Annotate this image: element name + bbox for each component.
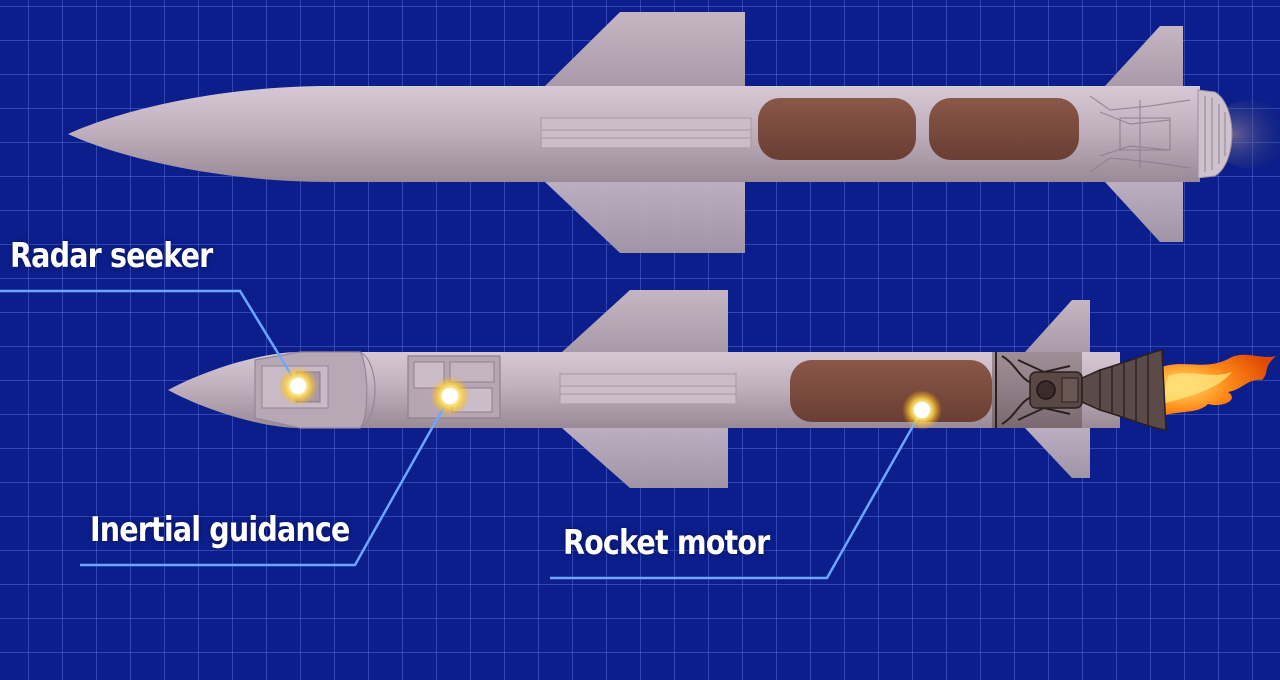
wing-top	[562, 290, 728, 352]
wing-bottom	[545, 182, 745, 253]
label-radar-seeker: Radar seeker	[10, 236, 213, 276]
missile-exterior	[68, 12, 1280, 253]
exhaust-flame	[1158, 354, 1276, 416]
tail-fin-bottom	[1105, 182, 1183, 242]
highlight-dot	[914, 402, 930, 418]
label-inertial-guidance: Inertial guidance	[90, 510, 350, 550]
fuel-tank-2	[929, 98, 1079, 160]
missile-cutaway	[168, 290, 1276, 488]
label-rocket-motor: Rocket motor	[563, 523, 770, 563]
callout-rocket-motor	[550, 390, 942, 580]
fuel-tank	[790, 360, 992, 422]
rocket-engine	[992, 349, 1167, 431]
wing-bottom	[562, 428, 728, 488]
tail-fin-top	[1105, 26, 1183, 86]
callout-line	[0, 289, 300, 387]
side-rail	[559, 373, 737, 405]
highlight-dot	[442, 388, 458, 404]
side-rail	[540, 117, 752, 149]
tail-fin-bottom	[1025, 428, 1090, 478]
callout-line	[80, 395, 452, 567]
engine-outline	[1089, 95, 1191, 173]
fuel-tank-1	[758, 98, 916, 160]
tail-fin-top	[1025, 300, 1090, 352]
callout-radar-seeker	[0, 289, 318, 406]
nozzle-ring	[1197, 89, 1233, 179]
wing-top	[545, 12, 745, 86]
callout-inertial-guidance	[80, 376, 470, 567]
callout-line	[550, 409, 924, 580]
highlight-dot	[290, 378, 306, 394]
